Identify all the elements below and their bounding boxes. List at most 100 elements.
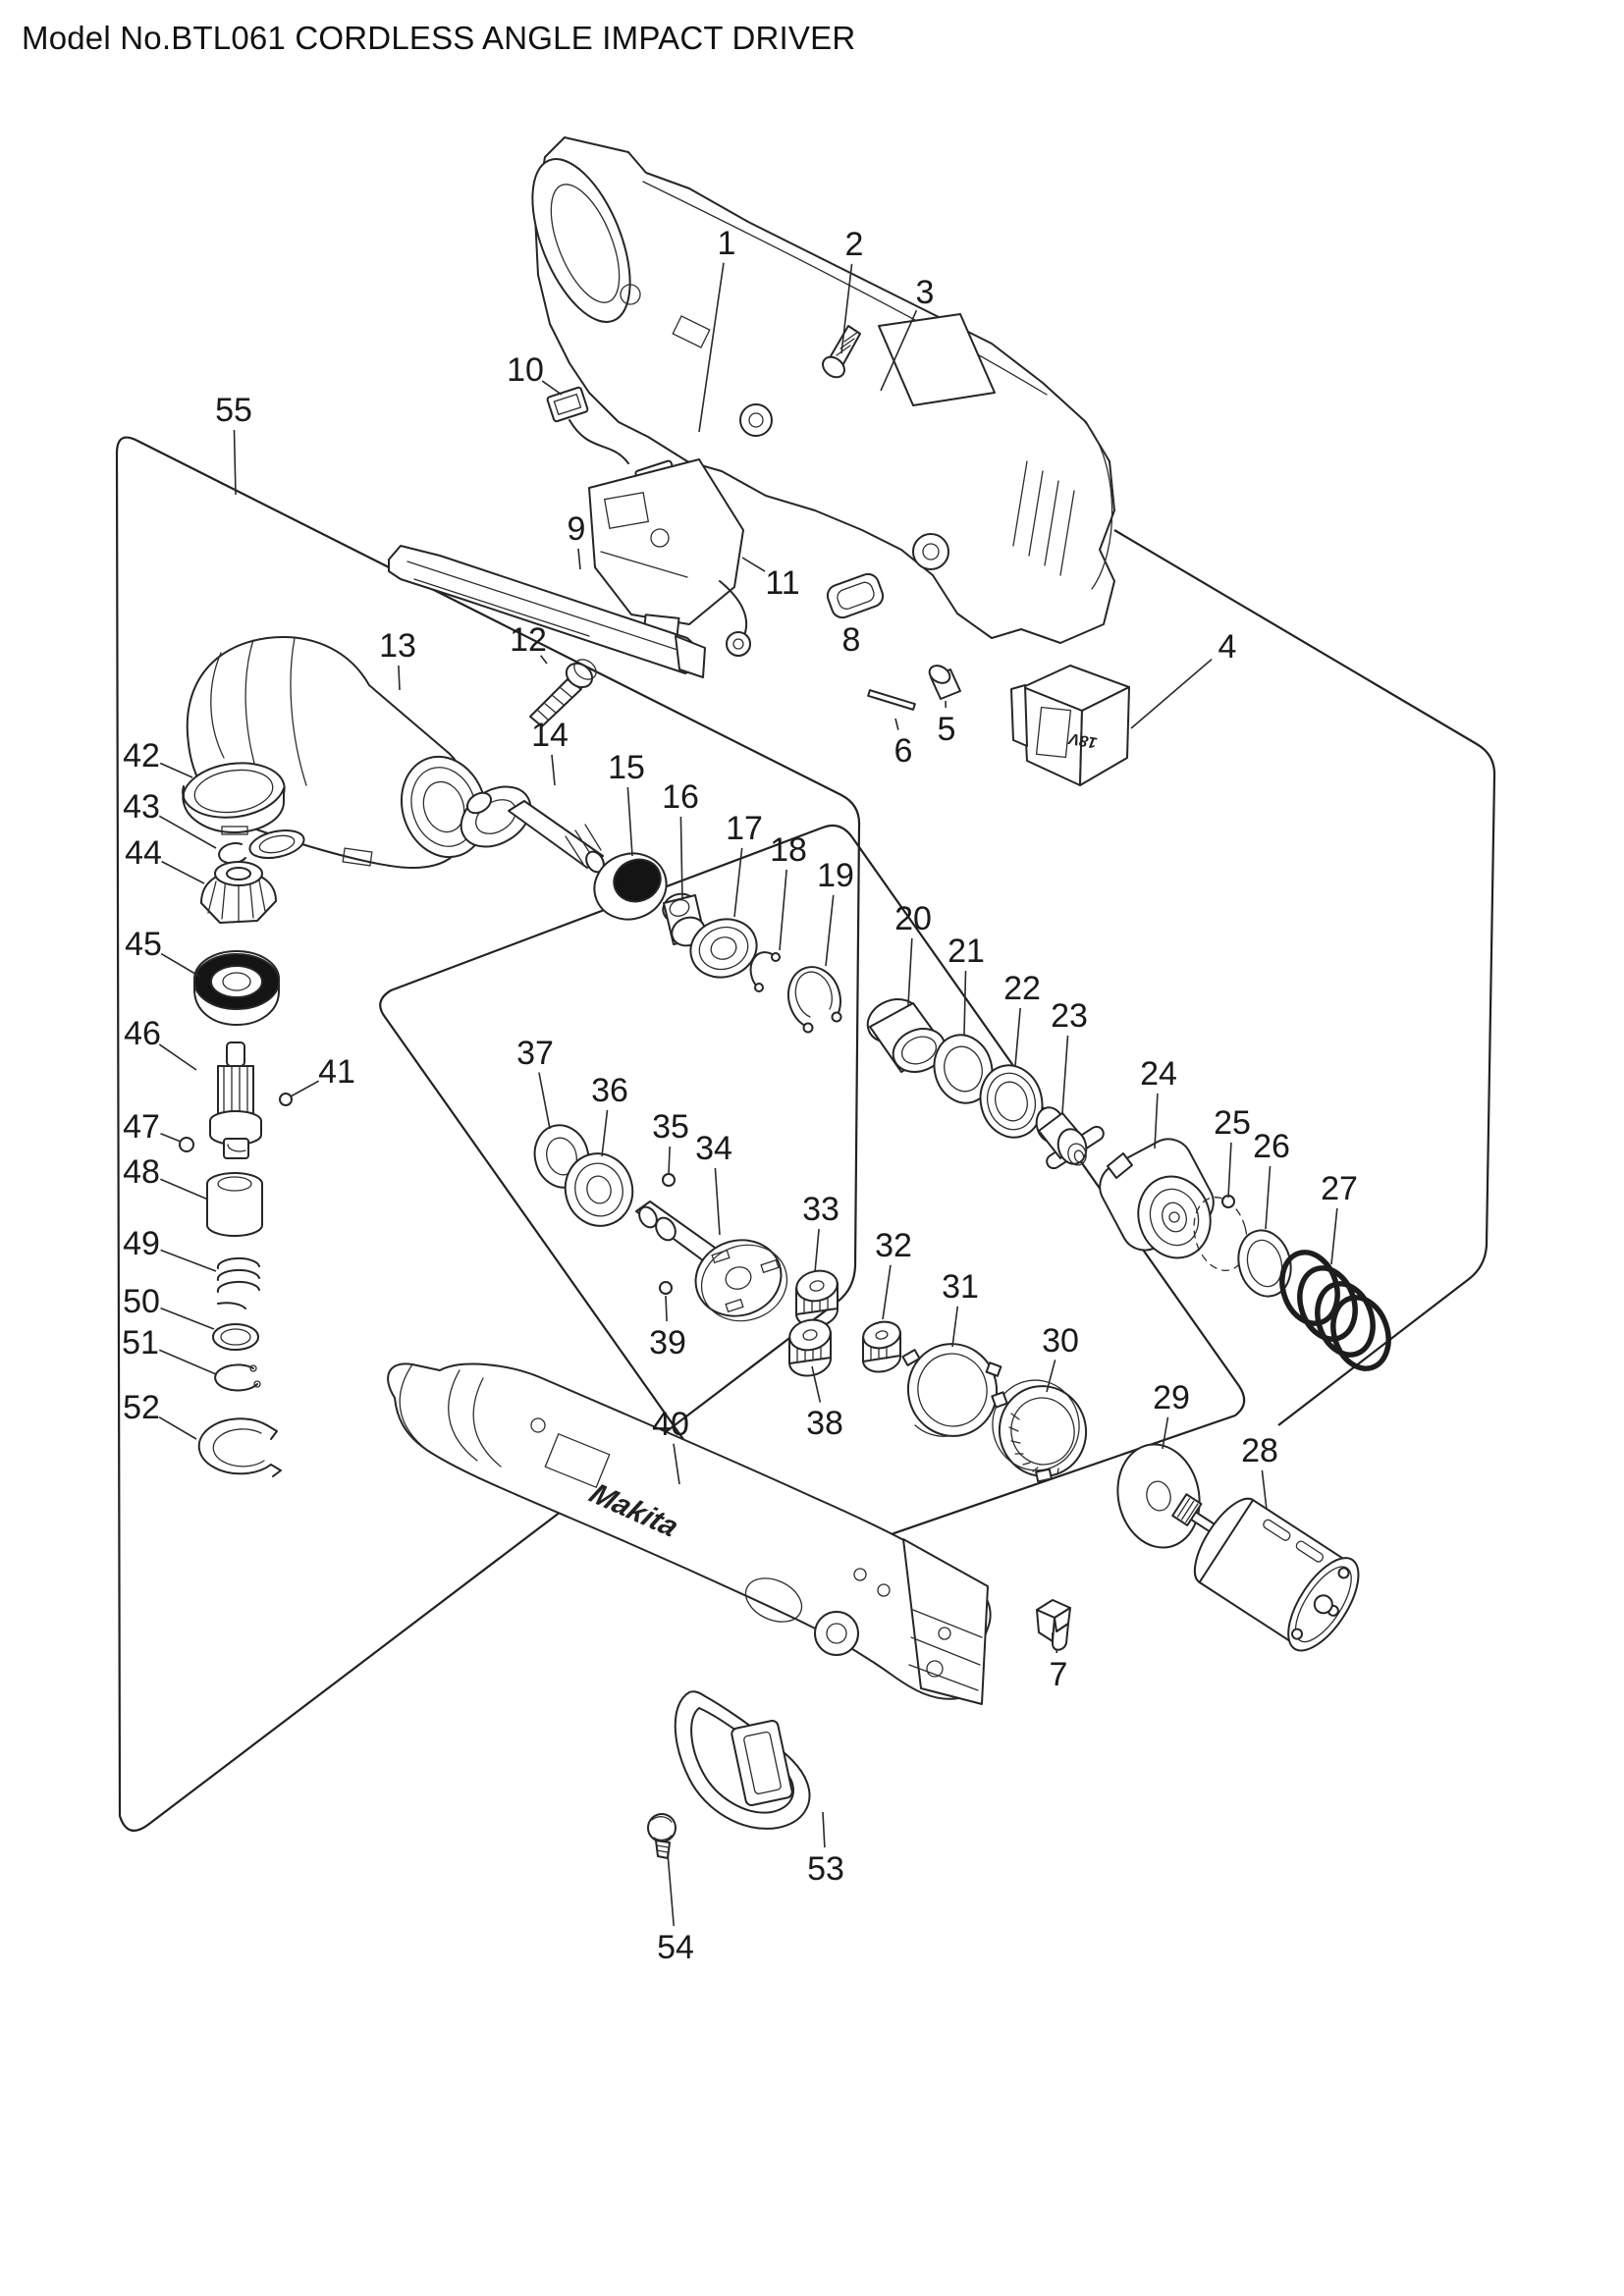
bolt-12-art — [529, 659, 597, 727]
clip-screw-art — [647, 1813, 677, 1859]
leader-line-45 — [160, 952, 201, 978]
part-label-2: 2 — [845, 226, 864, 263]
terminal-block-art: 18V — [1010, 665, 1130, 786]
leader-line-13 — [398, 665, 401, 691]
part-label-19: 19 — [817, 857, 854, 894]
ring-42-art — [182, 762, 286, 835]
bearing-17-art — [689, 918, 758, 979]
leader-line-52 — [158, 1415, 197, 1440]
spacer-20-art — [866, 998, 947, 1073]
part-label-46: 46 — [124, 1015, 161, 1052]
part-label-52: 52 — [123, 1389, 160, 1426]
leader-line-14 — [551, 754, 556, 786]
screw-2-art — [822, 325, 861, 379]
part-label-32: 32 — [875, 1227, 912, 1264]
leader-line-38 — [811, 1365, 822, 1403]
part-label-40: 40 — [652, 1406, 689, 1443]
part-label-25: 25 — [1214, 1104, 1251, 1142]
leader-line-44 — [161, 860, 205, 884]
snap-ring-52-art — [197, 1417, 282, 1477]
ring-gear-30-art — [991, 1379, 1088, 1483]
part-label-12: 12 — [510, 621, 547, 659]
leader-line-18 — [779, 869, 787, 951]
part-label-51: 51 — [122, 1324, 159, 1362]
spring-49-art — [216, 1256, 260, 1309]
leader-line-36 — [601, 1109, 609, 1157]
button-art — [826, 572, 885, 619]
bearing-45-art — [193, 949, 281, 1026]
sleeve-48-art — [206, 1172, 263, 1237]
part-label-29: 29 — [1153, 1379, 1190, 1416]
leader-line-37 — [538, 1072, 551, 1130]
gear-32-art — [862, 1320, 902, 1373]
slide-bar-art — [388, 545, 706, 678]
damper-ring-art — [593, 852, 668, 921]
switch-art — [588, 458, 751, 657]
part-label-34: 34 — [695, 1130, 732, 1167]
leader-line-25 — [1227, 1142, 1232, 1199]
page-title: Model No.BTL061 CORDLESS ANGLE IMPACT DR… — [22, 20, 856, 56]
gear-shaft-art — [460, 785, 605, 874]
part-label-11: 11 — [765, 564, 799, 602]
washer-21-art — [933, 1034, 994, 1104]
leader-line-30 — [1046, 1360, 1056, 1393]
ring-50-art — [212, 1323, 259, 1351]
part-label-4: 4 — [1218, 628, 1237, 666]
leader-line-20 — [907, 937, 913, 1006]
angle-head-art — [186, 636, 488, 869]
spindle-34-art — [635, 1201, 788, 1322]
leader-line-2 — [840, 263, 853, 354]
bearing-36-art — [564, 1152, 634, 1227]
part-label-1: 1 — [718, 225, 736, 262]
part-label-5: 5 — [938, 711, 956, 748]
leader-line-46 — [158, 1043, 197, 1071]
part-label-14: 14 — [531, 717, 568, 754]
leader-line-11 — [741, 557, 766, 572]
hammer-art — [1099, 1138, 1215, 1259]
anvil-art — [1035, 1106, 1105, 1170]
part-label-44: 44 — [125, 834, 162, 872]
part-label-8: 8 — [842, 621, 861, 659]
leader-line-55 — [233, 429, 237, 496]
leader-line-21 — [963, 970, 967, 1036]
leader-line-4 — [1130, 659, 1213, 729]
part-label-33: 33 — [802, 1191, 839, 1228]
part-label-53: 53 — [807, 1850, 844, 1888]
retaining-ring-18-art — [749, 951, 781, 992]
part-label-48: 48 — [123, 1153, 160, 1191]
leader-line-49 — [160, 1249, 217, 1272]
leader-line-28 — [1261, 1469, 1268, 1511]
leader-line-35 — [668, 1146, 671, 1175]
ball-47-art — [179, 1137, 194, 1152]
leader-line-15 — [626, 786, 633, 857]
motor-art — [1171, 1493, 1360, 1652]
leader-line-34 — [714, 1167, 721, 1236]
bevel-gear-44-art — [200, 861, 277, 924]
part-label-10: 10 — [507, 351, 544, 389]
part-label-38: 38 — [806, 1405, 843, 1442]
upper-housing-art — [531, 136, 1115, 644]
lower-housing-art: Makita — [387, 1362, 992, 1705]
leader-line-47 — [160, 1133, 182, 1143]
part-label-16: 16 — [662, 778, 699, 816]
snap-ring-19-art — [787, 966, 842, 1034]
ring-31-art — [901, 1343, 1002, 1437]
name-plate-art — [878, 313, 996, 406]
gear-33-art — [795, 1269, 839, 1328]
leader-line-23 — [1061, 1035, 1069, 1114]
part-label-7: 7 — [1050, 1656, 1068, 1693]
leader-line-42 — [159, 762, 193, 778]
leader-line-53 — [822, 1811, 826, 1848]
part-label-45: 45 — [125, 926, 162, 963]
leader-line-50 — [160, 1307, 215, 1330]
part-label-42: 42 — [123, 737, 160, 774]
spring-27-art — [1279, 1250, 1391, 1371]
leader-line-54 — [667, 1852, 676, 1927]
part-label-23: 23 — [1051, 997, 1088, 1035]
part-label-22: 22 — [1003, 970, 1041, 1007]
part-label-26: 26 — [1253, 1128, 1290, 1165]
leader-line-27 — [1330, 1207, 1338, 1265]
leader-line-6 — [894, 718, 899, 730]
